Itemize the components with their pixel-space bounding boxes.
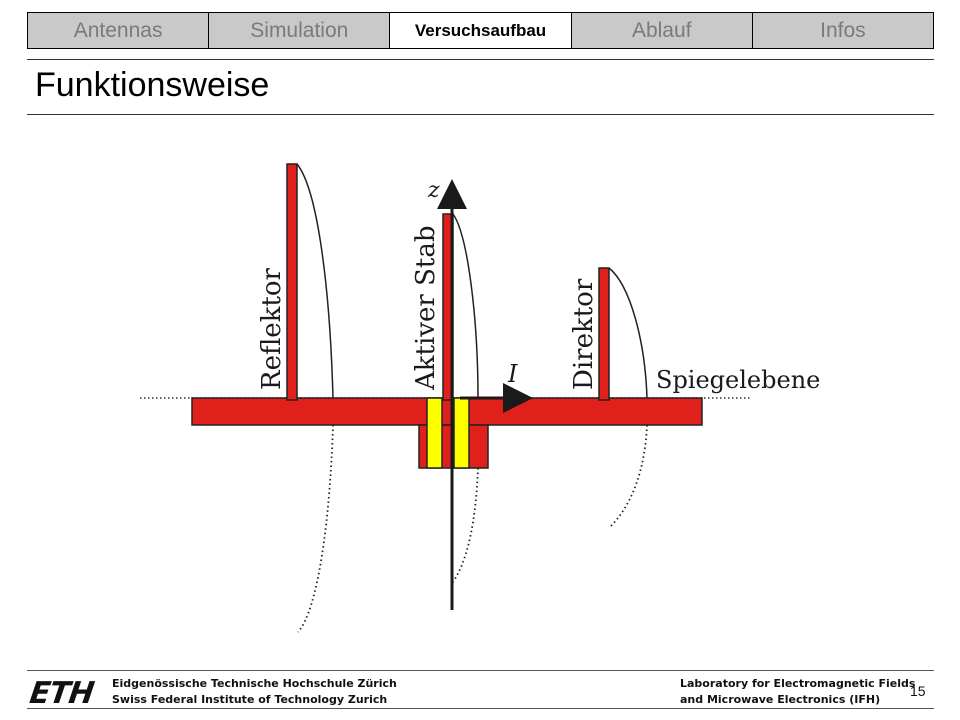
ground-plane bbox=[191, 397, 703, 426]
reflector-label: Reflektor bbox=[257, 267, 287, 390]
title-divider bbox=[27, 114, 934, 115]
reflector-current-curve bbox=[296, 163, 334, 399]
director-current-curve bbox=[608, 267, 648, 399]
director-mirror-curve bbox=[609, 424, 648, 528]
feed-insulator-right bbox=[453, 397, 470, 469]
footer-top-rule bbox=[27, 670, 934, 671]
director-rod bbox=[598, 267, 610, 401]
axis-z-label: z bbox=[427, 178, 440, 203]
lab-line-2: and Microwave Electronics (IFH) bbox=[680, 693, 881, 706]
page-title: Funktionsweise bbox=[35, 66, 270, 104]
feed-insulator-left bbox=[426, 397, 443, 469]
institution-name: Eidgenössische Technische Hochschule Zür… bbox=[112, 676, 397, 708]
tab-versuchsaufbau[interactable]: Versuchsaufbau bbox=[390, 13, 572, 48]
active-rod-label: Aktiver Stab bbox=[411, 226, 441, 391]
institution-line-en: Swiss Federal Institute of Technology Zu… bbox=[112, 693, 388, 706]
institution-line-de: Eidgenössische Technische Hochschule Zür… bbox=[112, 677, 397, 690]
lab-line-1: Laboratory for Electromagnetic Fields bbox=[680, 677, 916, 690]
reflector-mirror-curve bbox=[297, 424, 334, 633]
reflector-rod bbox=[286, 163, 298, 401]
footer-bottom-rule bbox=[27, 708, 934, 709]
mirror-plane-label: Spiegelebene bbox=[656, 366, 820, 394]
current-label: I bbox=[507, 360, 518, 388]
page-number: 15 bbox=[910, 683, 926, 699]
eth-logo: ETH bbox=[27, 676, 96, 711]
header-divider bbox=[27, 59, 934, 60]
tab-infos[interactable]: Infos bbox=[820, 18, 866, 42]
director-label: Direktor bbox=[569, 278, 599, 390]
lab-name: Laboratory for Electromagnetic Fields an… bbox=[680, 676, 915, 708]
tab-simulation[interactable]: Simulation bbox=[209, 13, 391, 48]
nav-tabs: Antennas Simulation Versuchsaufbau Ablau… bbox=[27, 12, 934, 49]
active-current-curve bbox=[452, 213, 479, 399]
tab-antennas[interactable]: Antennas bbox=[28, 13, 210, 48]
active-mirror-curve bbox=[452, 467, 479, 583]
tab-ablauf[interactable]: Ablauf bbox=[572, 13, 753, 48]
